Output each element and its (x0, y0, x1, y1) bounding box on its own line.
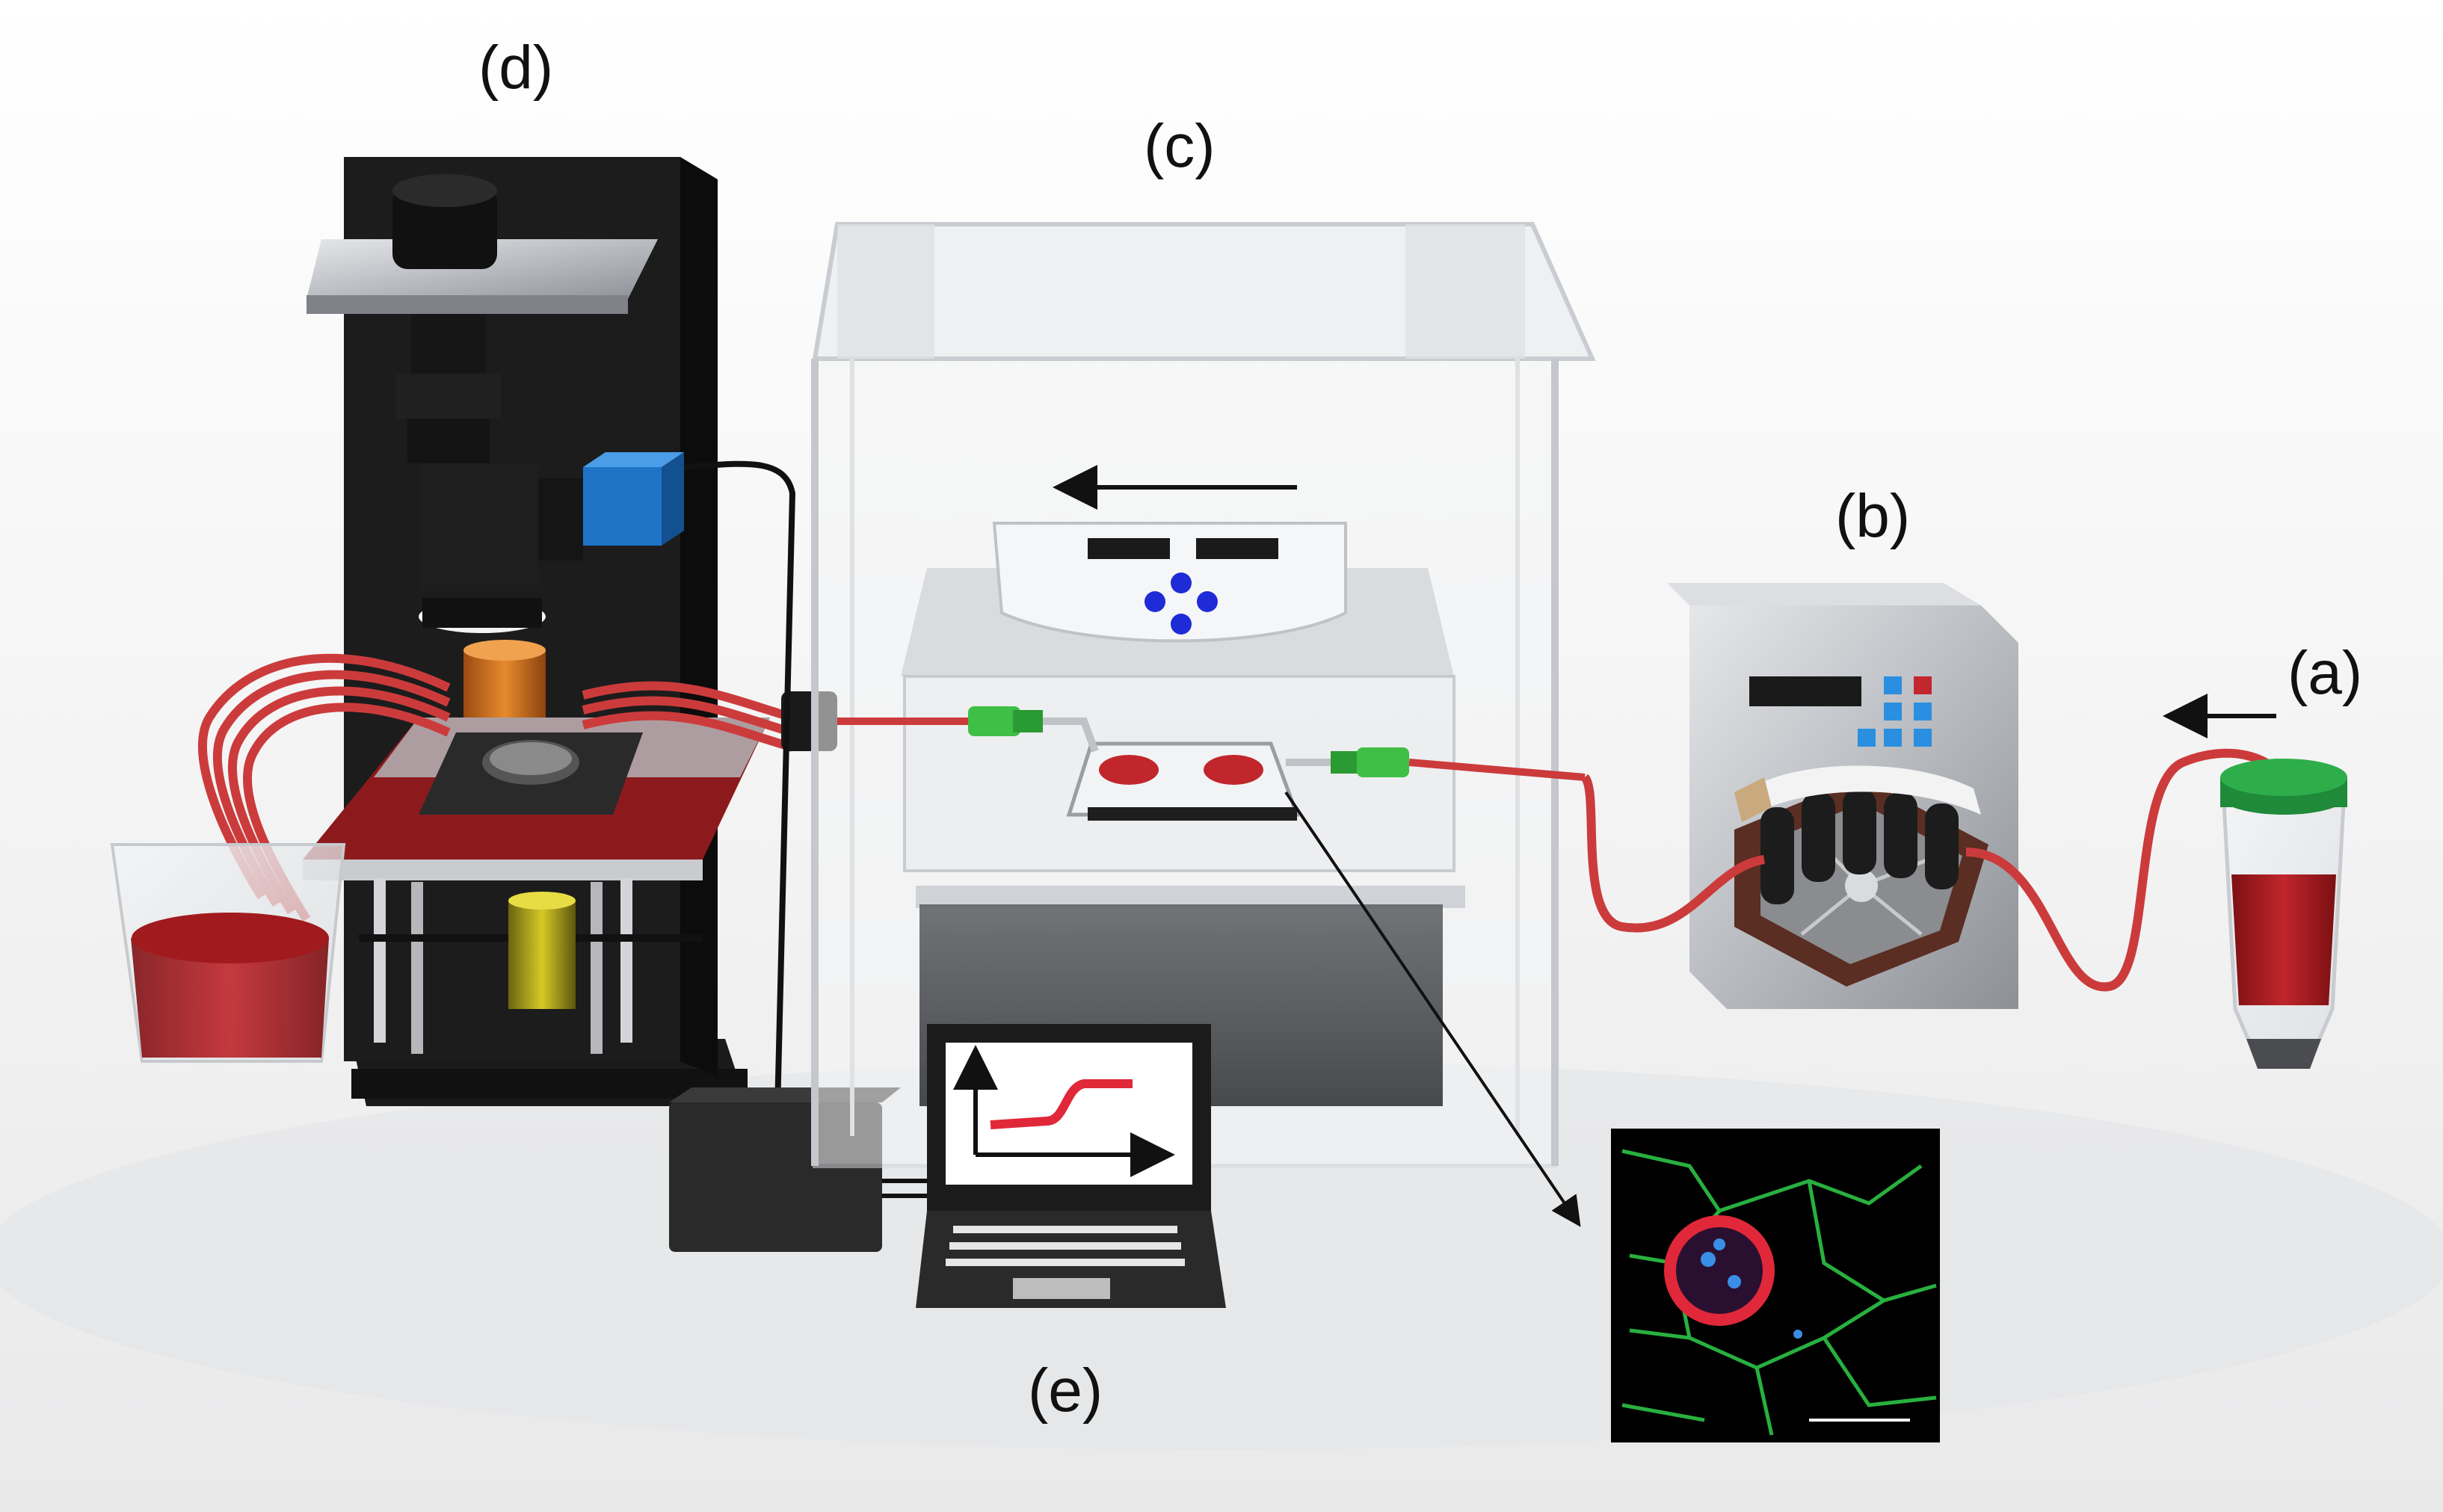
label-c: (c) (1144, 112, 1216, 180)
fitting-left (968, 706, 1043, 736)
pump-display (1749, 676, 1861, 706)
label-d: (d) (478, 34, 554, 102)
microscope-stage (110, 157, 901, 1252)
tubing (1580, 774, 1766, 933)
peristaltic-pump (1667, 583, 2018, 1009)
fluorescence-image (1611, 1129, 1940, 1442)
tubing (1965, 748, 2292, 992)
fitting-right (1331, 747, 1409, 777)
label-a: (a) (2288, 639, 2363, 707)
incubator-chamber (811, 222, 1596, 1168)
pump-buttons (1858, 676, 1932, 747)
label-e: (e) (1028, 1357, 1103, 1425)
laptop-monitor (882, 1024, 1226, 1308)
trend-graph-icon (953, 1045, 1175, 1177)
control-dots (1145, 573, 1218, 635)
waste-beaker (110, 843, 346, 1063)
camera-icon (583, 452, 684, 546)
callout-arrow (1284, 791, 1581, 1227)
label-b: (b) (1835, 482, 1911, 550)
media-reservoir-tube (2220, 759, 2347, 1069)
